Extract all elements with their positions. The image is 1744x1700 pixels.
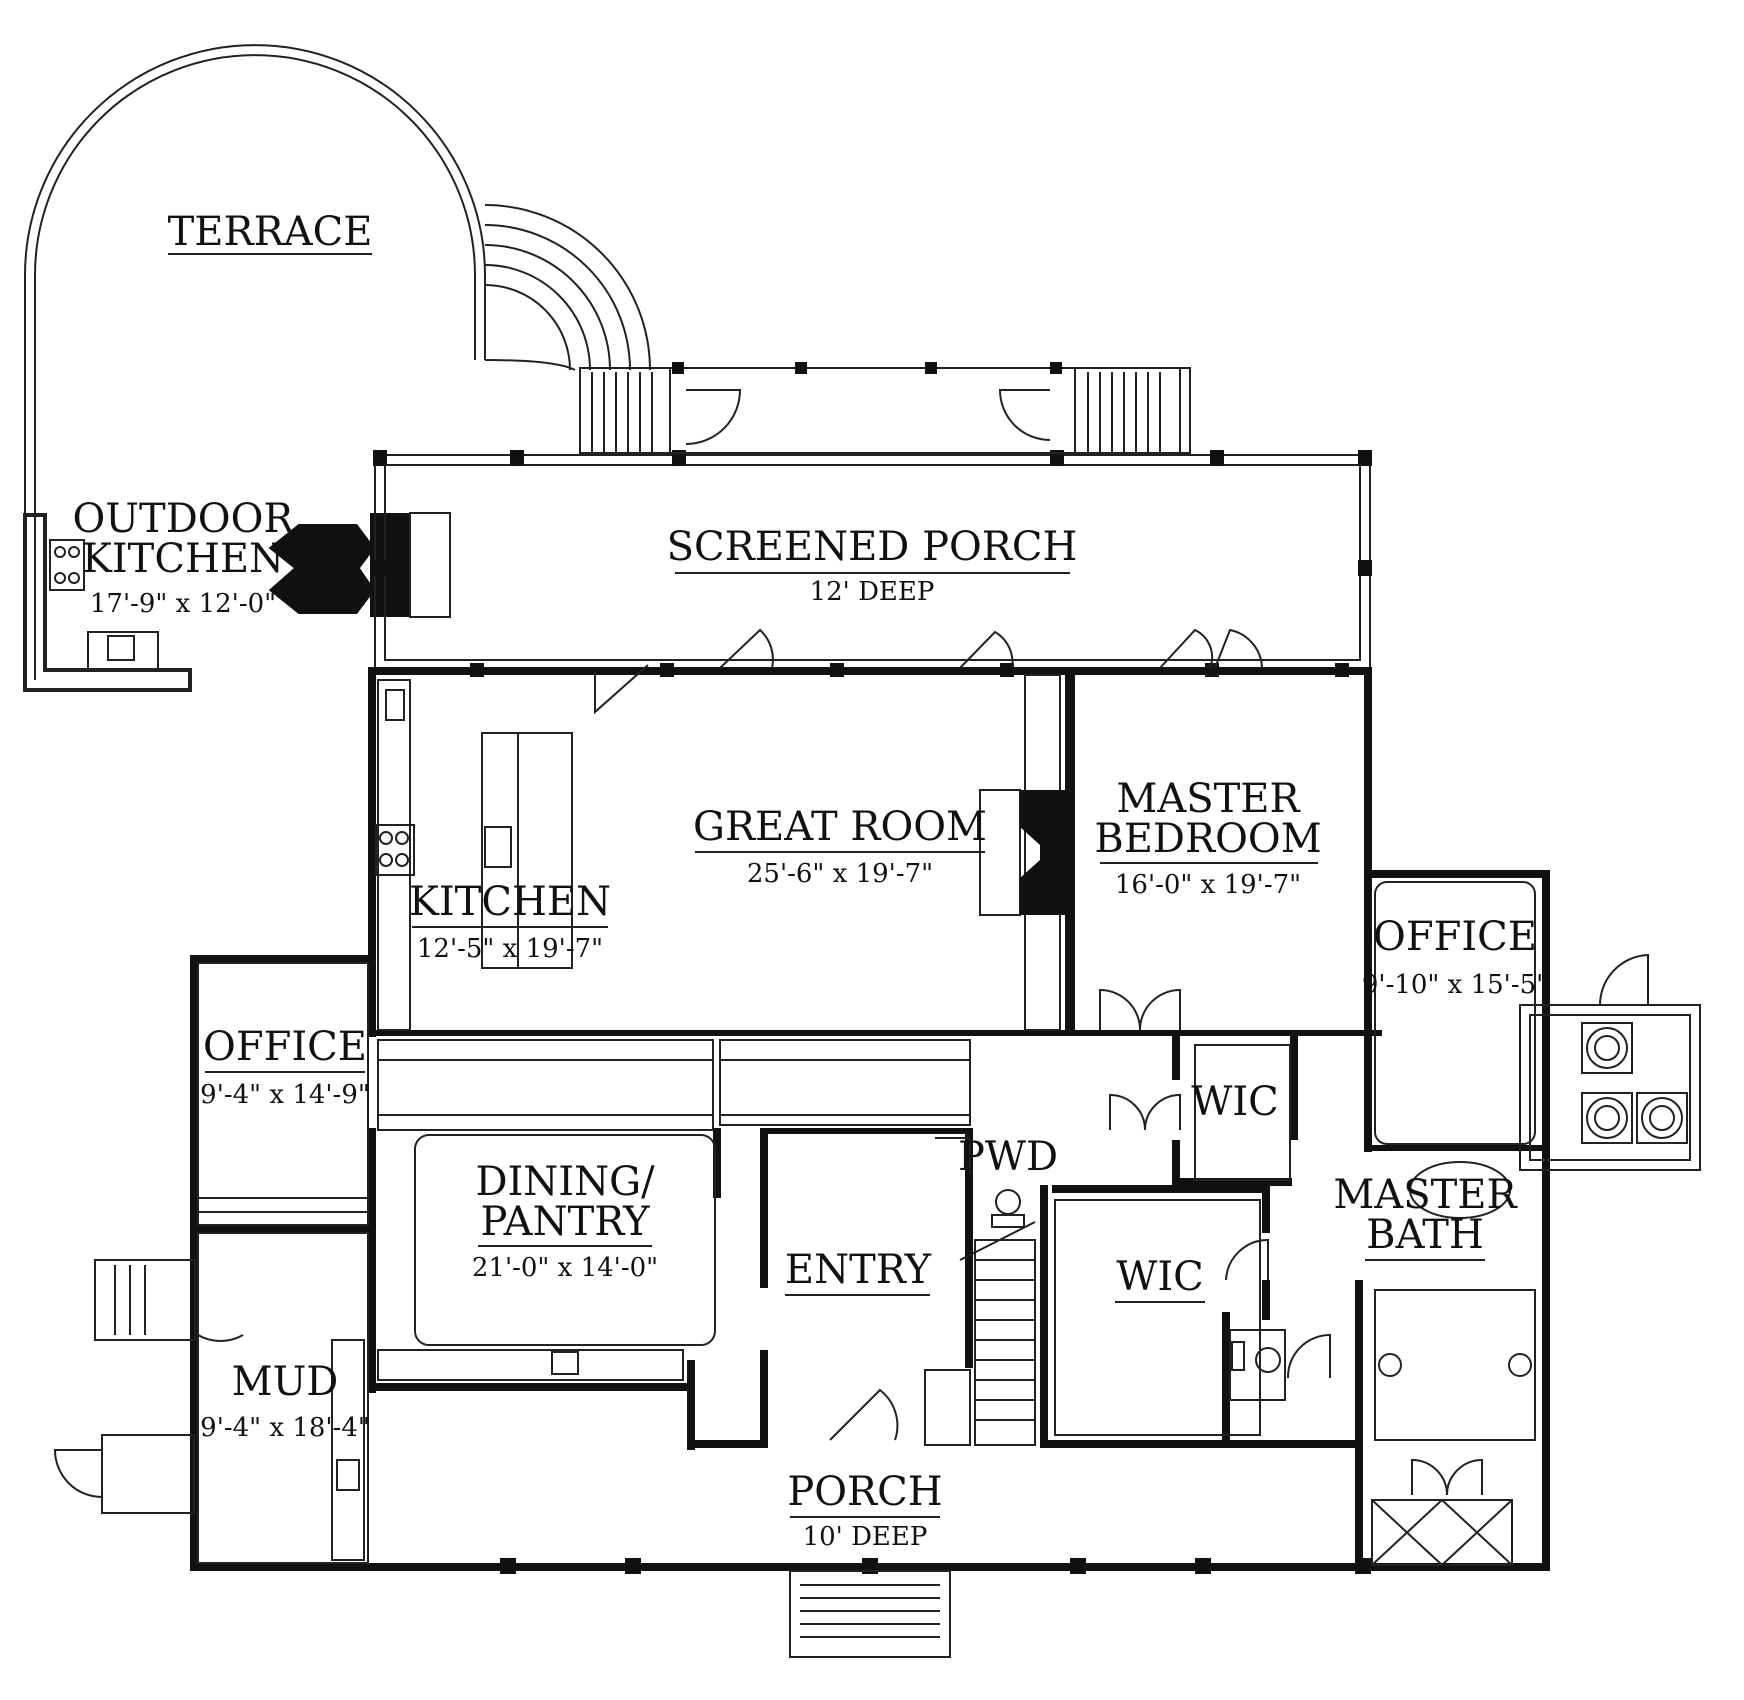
great-room-dims: 25'-6" x 19'-7" [747,859,933,889]
left-office-extras [197,962,369,1226]
great-room-rear-doors [594,628,1263,715]
right-office-extras [1374,881,1701,1171]
outdoor-fireplace [268,512,451,618]
hall-doors [935,988,1291,1181]
screened-porch-label: SCREENED PORCH [667,524,1078,570]
entry-stair [829,1221,1036,1446]
outdoor-kitchen-label-line1: OUTDOOR [73,496,296,542]
office-right-label: OFFICE [1373,914,1537,960]
kitchen-counters [375,679,573,1031]
master-bath-fixtures [1225,1161,1536,1566]
screened-porch-note: 12' DEEP [810,577,935,607]
porch-label: PORCH [787,1469,942,1515]
terrace-outline [24,44,651,690]
porch-note: 10' DEEP [803,1522,928,1552]
master-bath-label-line1: MASTER [1333,1172,1518,1218]
office-left-dims: 9'-4" x 14'-9" [200,1080,370,1110]
house-walls [190,663,1550,1574]
front-porch-steps [789,1570,951,1658]
outdoor-kitchen-dims: 17'-9" x 12'-0" [90,589,276,619]
dining-pantry-label-line2: PANTRY [480,1199,650,1245]
wic-lower-label: WIC [1116,1254,1204,1300]
dining-pantry-label-line1: DINING/ [475,1159,655,1205]
pwd-label: PWD [958,1134,1058,1180]
terrace-label: TERRACE [168,209,373,255]
entry-label: ENTRY [785,1247,932,1293]
great-room-label: GREAT ROOM [693,804,987,850]
mud-dims: 9'-4" x 18'-4" [200,1413,370,1443]
wic-upper-label: WIC [1191,1079,1279,1125]
kitchen-label: KITCHEN [409,879,611,925]
outdoor-kitchen-counter [23,513,192,692]
wic-lower-outline [1054,1199,1286,1436]
outdoor-kitchen-label-line2: KITCHEN [82,536,284,582]
dining-pantry-outline [377,1039,971,1381]
dining-pantry-dims: 21'-0" x 14'-0" [472,1253,658,1283]
kitchen-dims: 12'-5" x 19'-7" [417,934,603,964]
great-room-fireplace [979,789,1065,916]
master-bedroom-label-line2: BEDROOM [1094,816,1321,862]
rear-deck [579,362,1191,454]
office-right-dims: 9'-10" x 15'-5" [1362,970,1548,1000]
mud-label: MUD [232,1359,339,1405]
office-left-label: OFFICE [203,1024,367,1070]
pwd-toilet [991,1189,1025,1228]
master-bedroom-dims: 16'-0" x 19'-7" [1115,870,1301,900]
master-bath-label-line2: BATH [1366,1212,1484,1258]
mud-extras [53,1232,369,1564]
master-bedroom-label-line1: MASTER [1116,776,1301,822]
